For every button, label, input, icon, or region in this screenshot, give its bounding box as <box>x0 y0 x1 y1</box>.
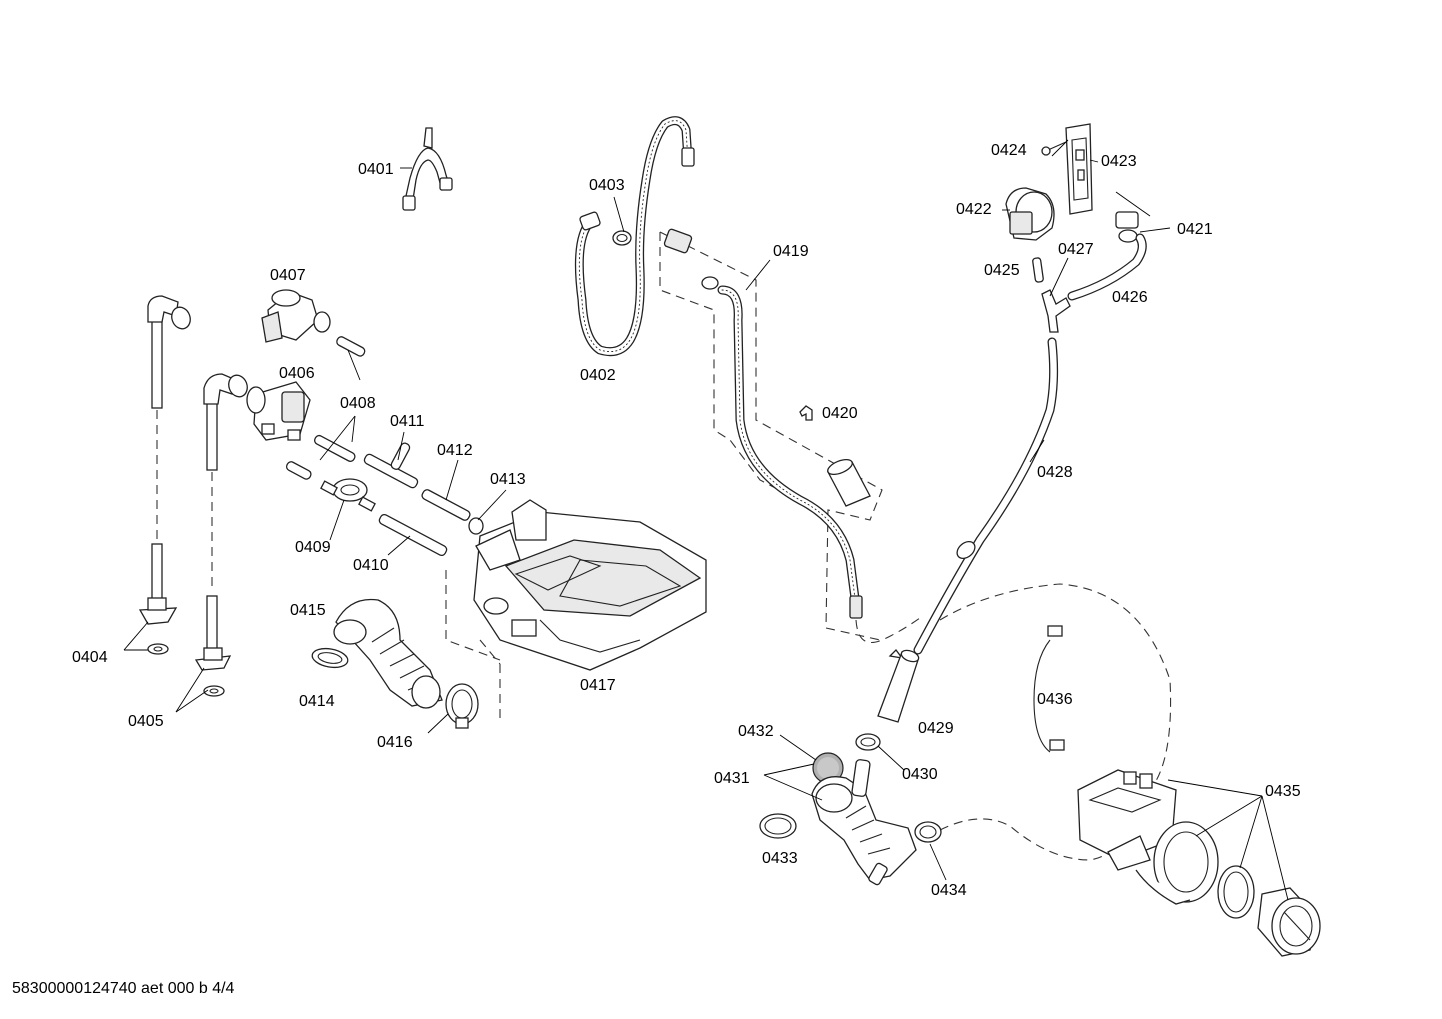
label-0421: 0421 <box>1177 221 1213 238</box>
part-0427-t-connector <box>1041 289 1071 333</box>
part-0403-hose-clamp <box>612 230 632 246</box>
part-0414-clamp <box>311 647 349 669</box>
part-0412-tube <box>421 489 471 521</box>
pump-group-outline <box>939 583 1172 791</box>
label-0405: 0405 <box>128 713 164 730</box>
label-0429: 0429 <box>918 720 954 737</box>
label-0411: 0411 <box>390 413 425 430</box>
document-id: 58300000124740 aet 000 b 4/4 <box>12 980 235 997</box>
part-0436-wire-harness <box>1033 625 1065 753</box>
part-0430-clamp <box>855 733 881 751</box>
label-0425: 0425 <box>984 262 1020 279</box>
label-0426: 0426 <box>1112 289 1148 306</box>
part-0429-air-trap <box>877 649 920 723</box>
part-0415-bellows <box>333 598 443 709</box>
part-0432-ball <box>812 752 844 784</box>
label-0410: 0410 <box>353 557 389 574</box>
label-0416: 0416 <box>377 734 413 751</box>
label-0415: 0415 <box>290 602 326 619</box>
part-0409-coupling <box>320 478 376 512</box>
part-0413-ring <box>468 517 484 535</box>
part-cylinder <box>827 458 871 507</box>
part-0425-short-tube <box>1032 257 1044 283</box>
label-0402: 0402 <box>580 367 616 384</box>
part-0433-hose-clip <box>759 813 797 839</box>
part-0435-drain-pump <box>1077 769 1219 905</box>
label-0432: 0432 <box>738 723 774 740</box>
part-0431-sump-hose <box>811 759 917 886</box>
label-0422: 0422 <box>956 201 992 218</box>
part-0404-inlet-pipe <box>138 295 191 655</box>
label-0417: 0417 <box>580 677 616 694</box>
part-0416-clamp <box>445 639 501 729</box>
part-0411-y-tube <box>363 442 419 489</box>
part-0419-drain-hose-assembly <box>659 228 921 644</box>
label-0403: 0403 <box>589 177 625 194</box>
label-0431: 0431 <box>714 770 750 787</box>
part-0435-seal-ring <box>1217 865 1255 919</box>
part-0421-hose-connector <box>1115 211 1139 243</box>
part-0426-hose <box>1067 233 1147 301</box>
label-0404: 0404 <box>72 649 108 666</box>
label-0428: 0428 <box>1037 464 1073 481</box>
label-0435: 0435 <box>1265 783 1301 800</box>
label-0424: 0424 <box>991 142 1027 159</box>
label-0420: 0420 <box>822 405 858 422</box>
part-0405-inlet-pipe <box>194 373 248 697</box>
label-0412: 0412 <box>437 442 473 459</box>
part-0402-corrugated-hose <box>574 116 695 357</box>
label-0434: 0434 <box>931 882 967 899</box>
part-0435-filter <box>1257 887 1321 957</box>
label-0436: 0436 <box>1037 691 1073 708</box>
label-0423: 0423 <box>1101 153 1137 170</box>
part-0434-clamp <box>914 821 942 843</box>
part-0422-pressure-switch <box>1005 187 1055 241</box>
part-0407-valve <box>261 289 331 343</box>
part-labels: 0401 0402 0403 0404 0405 0406 0407 0408 … <box>72 142 1301 899</box>
label-0430: 0430 <box>902 766 938 783</box>
part-0420-clip <box>799 405 813 421</box>
label-0414: 0414 <box>299 693 335 710</box>
label-0401: 0401 <box>358 161 394 178</box>
label-0409: 0409 <box>295 539 331 556</box>
leader-lines <box>123 139 1289 901</box>
label-0419: 0419 <box>773 243 809 260</box>
part-0417-dispenser-housing <box>445 499 707 671</box>
part-0410-tube <box>378 513 448 557</box>
part-0408-tubes <box>285 336 366 480</box>
label-0408: 0408 <box>340 395 376 412</box>
part-0424-screw <box>1041 141 1067 156</box>
part-0401-hose-bracket <box>402 127 453 211</box>
label-0427: 0427 <box>1058 241 1094 258</box>
part-0406-valve <box>246 381 311 441</box>
part-0428-pressure-hose <box>913 337 1059 655</box>
label-0407: 0407 <box>270 267 306 284</box>
label-0406: 0406 <box>279 365 315 382</box>
part-0423-bracket <box>1065 123 1093 215</box>
label-0433: 0433 <box>762 850 798 867</box>
label-0413: 0413 <box>490 471 526 488</box>
